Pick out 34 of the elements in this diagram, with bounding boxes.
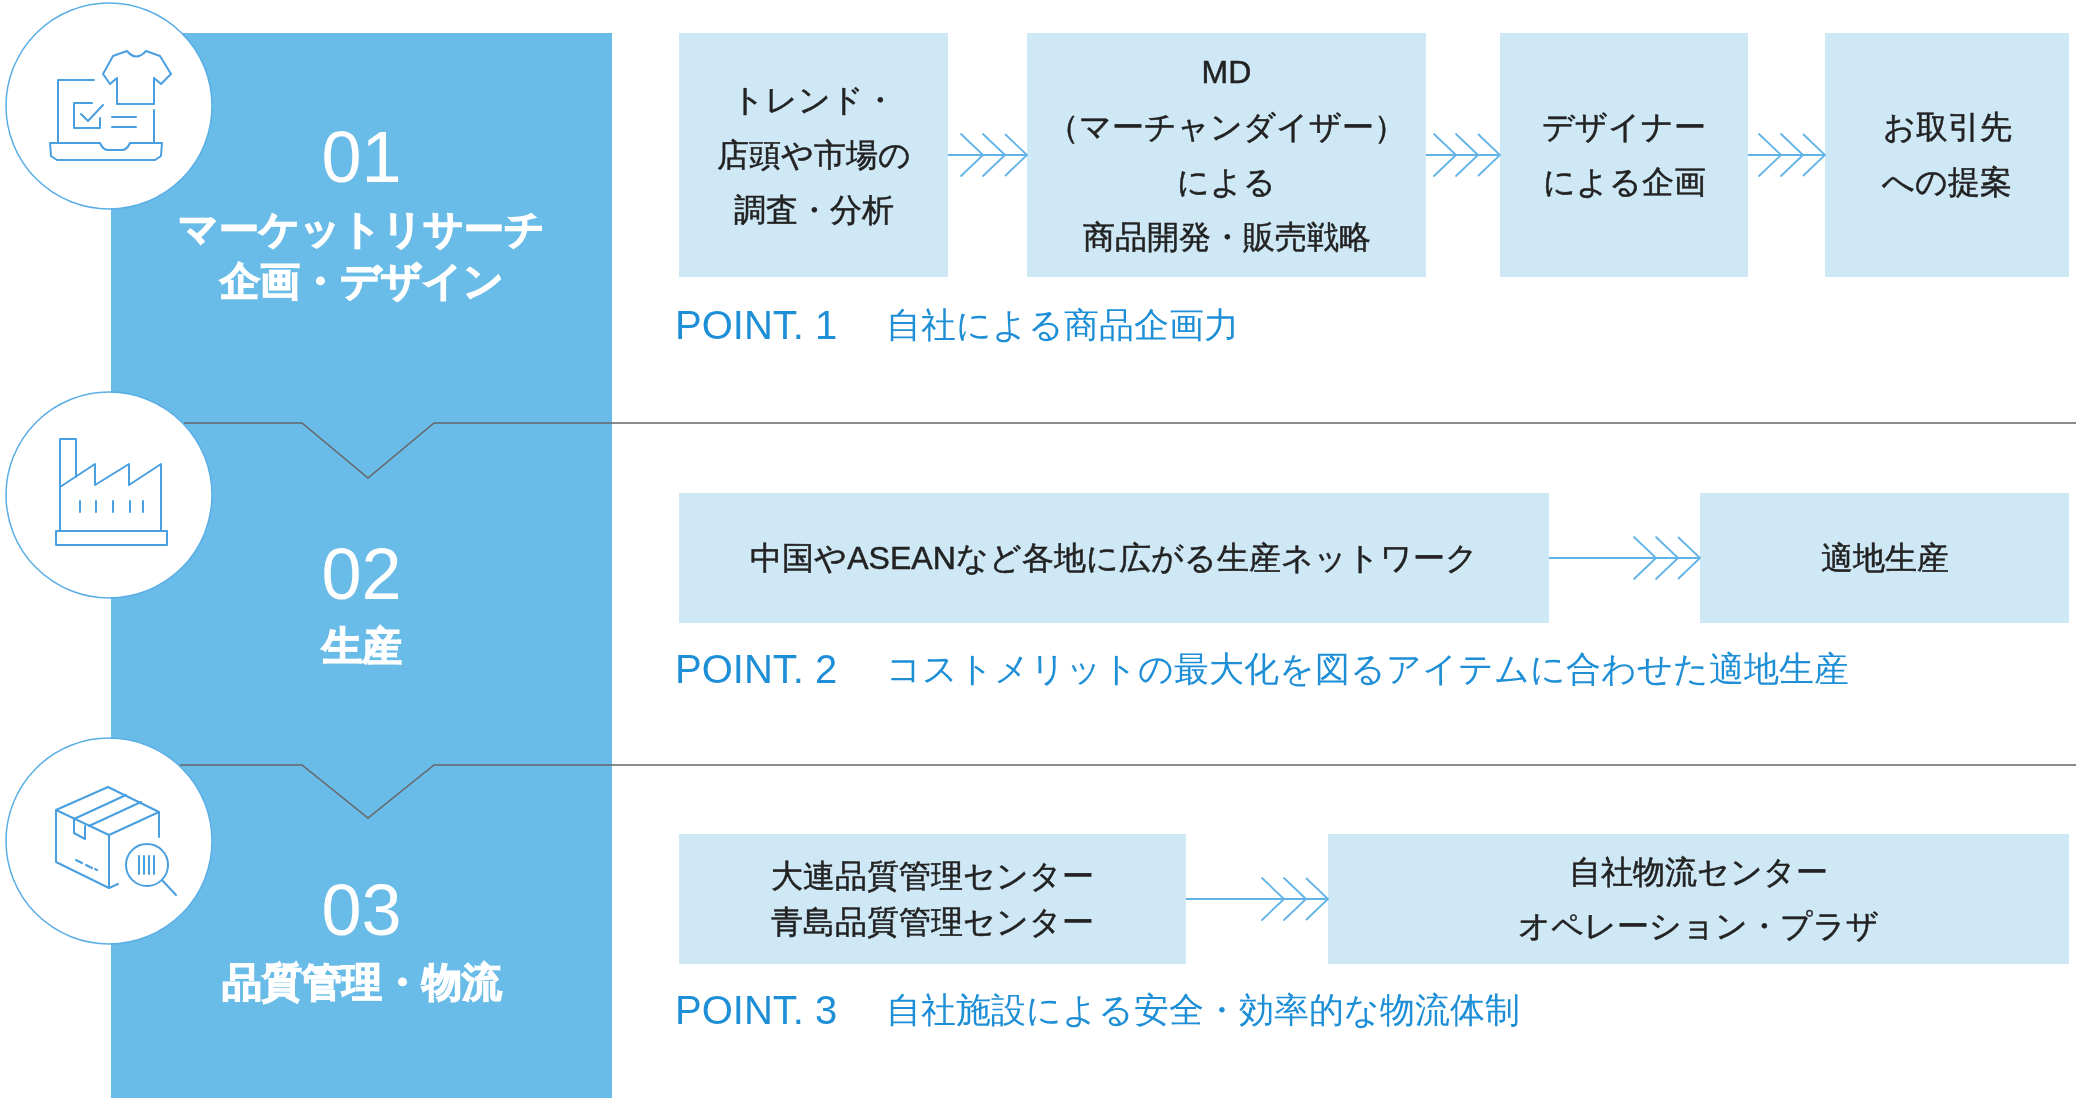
chevron-arrow <box>1747 133 1826 177</box>
point-number: POINT. 3 <box>675 988 838 1032</box>
process-text: 適地生産 <box>1820 539 1949 578</box>
step-number: 02 <box>321 539 402 609</box>
process-box <box>1027 33 1426 277</box>
chevron-arrow <box>1425 133 1501 177</box>
process-text: 大連品質管理センター青島品質管理センター <box>771 857 1094 942</box>
process-text: トレンド・店頭や市場の調査・分析 <box>716 80 911 230</box>
process-box <box>679 33 948 277</box>
process-box <box>679 493 1549 623</box>
process-box <box>1328 834 2069 964</box>
process-box <box>1825 33 2069 277</box>
step-title: マーケットリサーチ企画・デザイン <box>178 206 545 305</box>
step-panel <box>111 33 612 423</box>
chevron-arrow <box>947 133 1028 177</box>
step-title: 生産 <box>321 623 402 670</box>
step-number: 01 <box>321 122 402 192</box>
chevron-arrow <box>1548 536 1701 580</box>
process-text: 中国やASEANなど各地に広がる生産ネットワーク <box>750 539 1478 578</box>
chevron-arrow <box>1185 877 1329 921</box>
process-text: MD（マーチャンダイザー）による商品開発・販売戦略 <box>1047 53 1406 257</box>
point-summary: 自社による商品企画力 <box>886 304 1239 346</box>
process-box <box>679 834 1186 964</box>
process-box <box>1500 33 1748 277</box>
point-summary: コストメリットの最大化を図るアイテムに合わせた適地生産 <box>886 648 1849 690</box>
process-box <box>1700 493 2069 623</box>
process-text: お取引先への提案 <box>1882 108 2012 202</box>
step-number: 03 <box>321 875 402 945</box>
point-number: POINT. 2 <box>675 647 838 691</box>
point-summary: 自社施設による安全・効率的な物流体制 <box>886 989 1520 1031</box>
step-title: 品質管理・物流 <box>221 959 502 1006</box>
process-text: デザイナーによる企画 <box>1542 108 1706 202</box>
process-text: 自社物流センターオペレーション・プラザ <box>1518 853 1879 946</box>
point-number: POINT. 1 <box>675 303 838 347</box>
